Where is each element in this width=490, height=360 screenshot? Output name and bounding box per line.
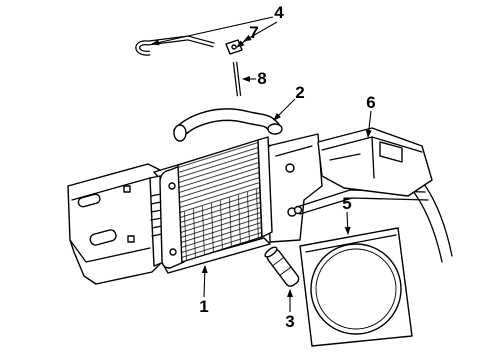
- leader-7: [236, 37, 250, 48]
- panel-hole: [127, 235, 135, 243]
- retaining-pin: [232, 61, 242, 97]
- radiator-core: [177, 139, 263, 263]
- callout-6: 6: [366, 93, 375, 112]
- callout-5: 5: [342, 194, 351, 213]
- radiator-right-tank: [257, 136, 273, 238]
- leader-6: [365, 110, 372, 138]
- leader-5: [344, 211, 351, 235]
- leader-lines: [151, 16, 372, 312]
- panel-hole: [123, 185, 131, 193]
- drain-fitting: [264, 246, 300, 287]
- radiator-left-tank: [149, 165, 185, 269]
- panel-slot: [89, 229, 117, 246]
- bolt: [169, 248, 177, 256]
- callout-1: 1: [199, 297, 208, 316]
- callout-3: 3: [285, 312, 294, 331]
- callout-8: 8: [257, 69, 266, 88]
- upper-hose: [173, 108, 283, 142]
- panel-slot: [77, 193, 101, 208]
- right-support-bracket: [267, 133, 323, 243]
- reservoir: [317, 127, 433, 197]
- callout-4: 4: [274, 3, 284, 22]
- overflow-hose: [135, 35, 215, 56]
- fan-shroud: [299, 227, 413, 347]
- leader-1: [201, 265, 208, 298]
- callout-2: 2: [295, 83, 304, 102]
- front-support-panel: [67, 163, 163, 285]
- hose-clamp: [173, 124, 187, 142]
- bolt: [168, 182, 176, 190]
- callout-7: 7: [249, 23, 258, 42]
- hose-clip: [225, 39, 243, 55]
- leader-4b: [243, 21, 278, 42]
- leader-2: [273, 98, 296, 121]
- leader-4a: [151, 16, 274, 46]
- hose-clamp: [267, 123, 283, 135]
